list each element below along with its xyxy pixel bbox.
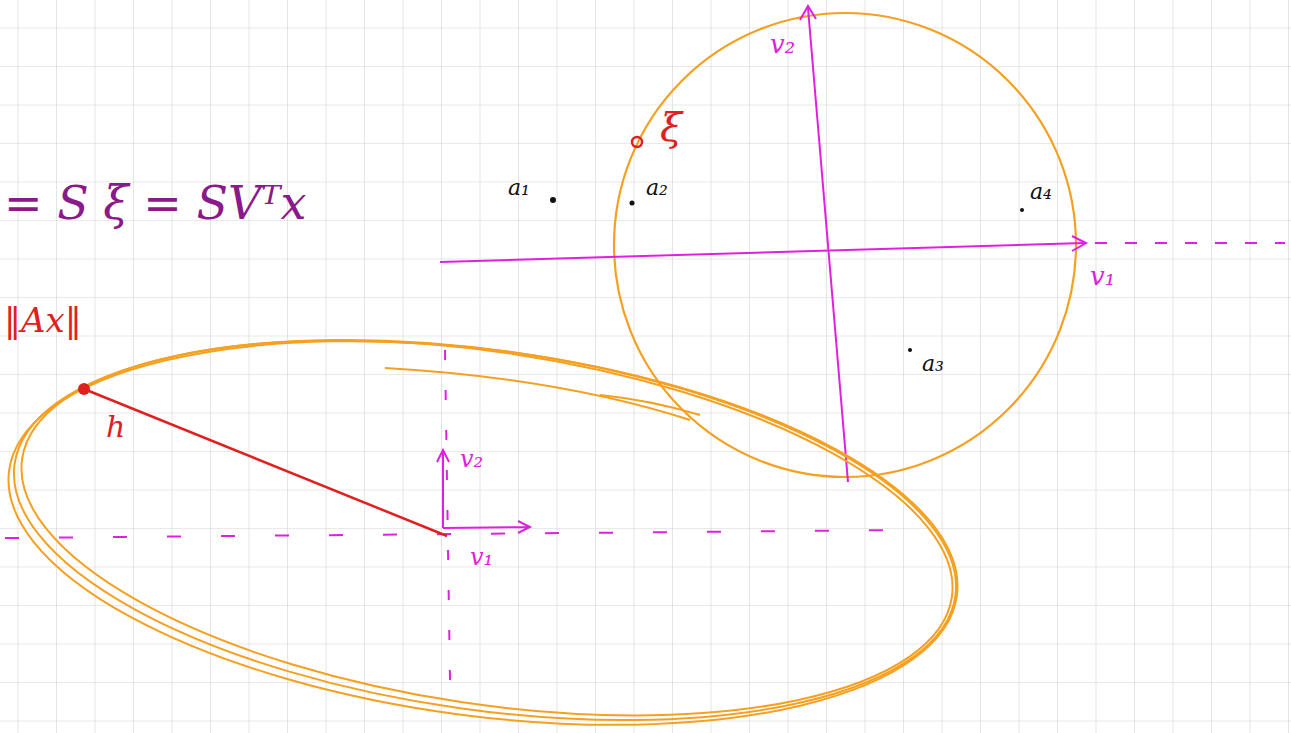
norm-label: ‖Ax‖ [4,302,82,339]
point-dot [1020,208,1024,212]
dashed-axis [445,350,450,680]
dashed-axis [1095,242,1285,244]
v1-axis [440,243,1084,262]
v2-axis [808,8,848,482]
h-vector [84,389,447,536]
vector-label: h [106,410,125,443]
image-ellipse [0,284,981,733]
axis-label: v₁ [1090,262,1115,291]
point-dot [908,348,912,352]
axis-label: v₂ [460,446,483,472]
dashed-axis [5,530,910,538]
arrow-head [1072,236,1086,251]
axis-label: v₁ [470,544,493,570]
point-label: a₃ [922,352,944,376]
point-label: a₁ [508,176,530,200]
h-point [78,383,90,395]
point-label: a₂ [646,176,668,200]
point-dot [630,201,635,206]
v1-arrow [443,521,530,533]
arrow-head [800,6,816,20]
axis-label: v₂ [770,30,795,59]
xi-point [632,137,642,147]
point-dot [550,197,556,203]
equation: = S ξ = SVᵀx [4,178,306,229]
v2-arrow [437,450,449,528]
point-label: a₄ [1030,180,1052,204]
vector-label: ξ [660,105,682,149]
